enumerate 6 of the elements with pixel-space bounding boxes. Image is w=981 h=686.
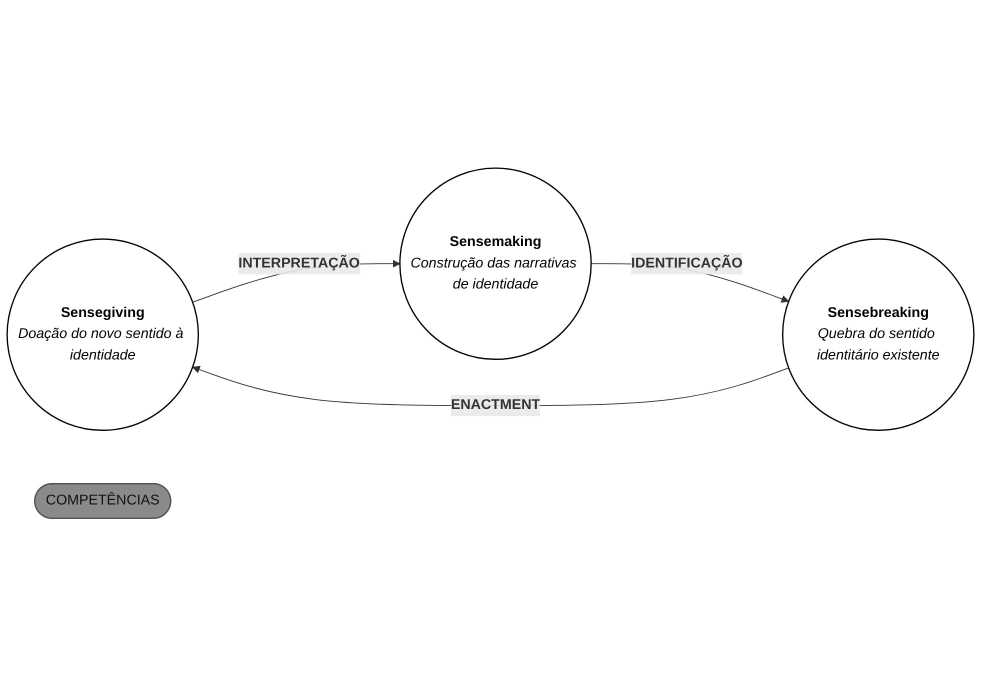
edge-label: ENACTMENT: [450, 397, 540, 412]
edge-label: IDENTIFICAÇÃO: [631, 255, 743, 271]
node-circle: Sensegiving Doação do novo sentido à identidade: [6, 238, 200, 431]
node-circle: Sensemaking Construção das narrativas de identidade: [399, 167, 592, 360]
edge-label: INTERPRETAÇÃO: [238, 255, 360, 271]
node-circle: Sensebreaking Quebra do sentido identitário existente: [782, 238, 975, 431]
